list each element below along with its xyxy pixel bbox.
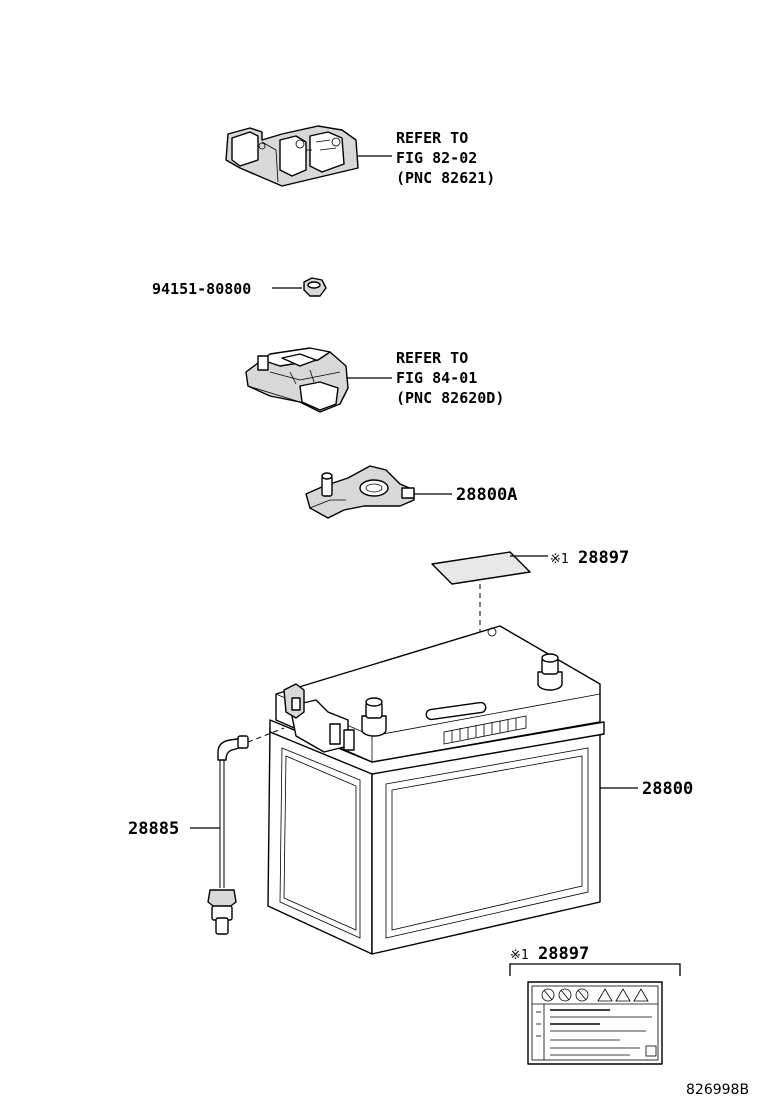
- label-top-mark: ※1: [550, 552, 569, 567]
- caution-label-top[interactable]: [431, 551, 531, 585]
- nut-icon[interactable]: [303, 277, 327, 297]
- label-top-part-number[interactable]: 28897: [578, 548, 629, 568]
- sensor-part-number[interactable]: 28885: [128, 819, 179, 839]
- ref-fig-84-01-line3: (PNC 82620D): [396, 389, 504, 407]
- battery[interactable]: [267, 625, 605, 955]
- ref-fig-82-02-line1: REFER TO: [396, 129, 468, 147]
- label-detail-mark: ※1: [510, 948, 529, 963]
- caution-label-detail[interactable]: [527, 981, 663, 1065]
- nut-part-number[interactable]: 94151-80800: [152, 280, 251, 298]
- terminal-part-number[interactable]: 28800A: [456, 485, 517, 505]
- ref-fig-82-02-line3: (PNC 82621): [396, 169, 495, 187]
- battery-vent-hose[interactable]: [207, 735, 249, 935]
- fuse-block-cover[interactable]: [225, 125, 359, 187]
- fuse-block[interactable]: [245, 347, 349, 413]
- ref-fig-84-01-line2[interactable]: FIG 84-01: [396, 369, 477, 387]
- label-detail-part-number[interactable]: 28897: [538, 944, 589, 964]
- battery-terminal[interactable]: [305, 465, 415, 519]
- figure-id: 826998B: [686, 1082, 749, 1098]
- label-text-lines: [536, 1009, 657, 1057]
- battery-part-number[interactable]: 28800: [642, 779, 693, 799]
- warning-symbol-icons: [541, 988, 649, 1002]
- ref-fig-82-02-line2[interactable]: FIG 82-02: [396, 149, 477, 167]
- ref-fig-84-01-line1: REFER TO: [396, 349, 468, 367]
